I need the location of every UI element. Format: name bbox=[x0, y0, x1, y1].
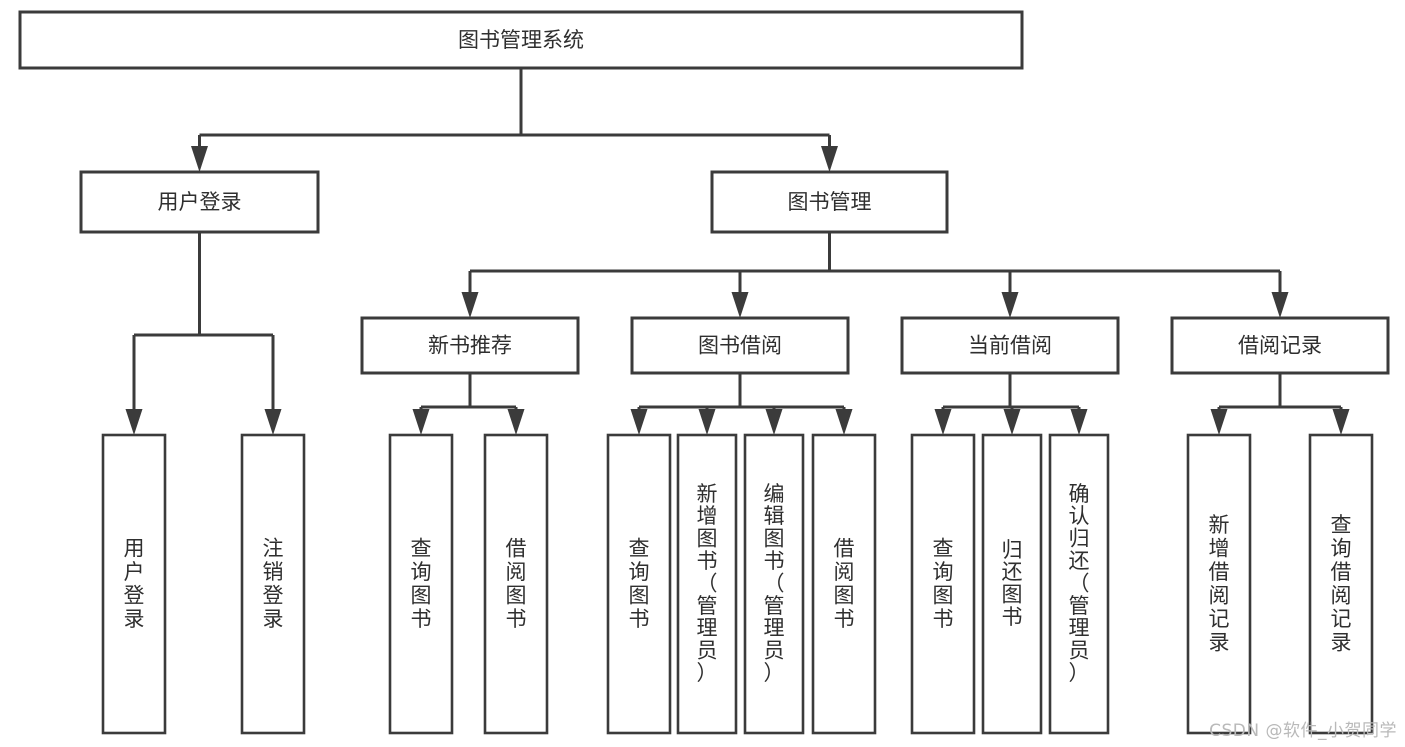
node-label: 借阅图书 bbox=[834, 536, 855, 631]
node-leaf-leaf-add-record[interactable]: 新增借阅记录 bbox=[1186, 433, 1252, 735]
arrow-head-icon bbox=[731, 292, 749, 318]
node-label: 注销登录 bbox=[263, 536, 284, 631]
node-box bbox=[101, 433, 167, 735]
connector-root-bus bbox=[191, 68, 838, 172]
node-box bbox=[1048, 433, 1110, 735]
node-leaf-leaf-query-record[interactable]: 查询借阅记录 bbox=[1308, 433, 1374, 735]
arrow-head-icon bbox=[264, 409, 282, 435]
node-root-root[interactable]: 图书管理系统 bbox=[18, 10, 1024, 70]
node-label: 图书借阅 bbox=[698, 334, 782, 358]
node-label: 查询图书 bbox=[933, 536, 954, 631]
arrow-head-icon bbox=[934, 409, 952, 435]
node-leaf-leaf-query-book-2[interactable]: 查询图书 bbox=[606, 433, 672, 735]
node-level2-current-borrow[interactable]: 当前借阅 bbox=[900, 316, 1120, 375]
node-level2-borrow-record[interactable]: 借阅记录 bbox=[1170, 316, 1390, 375]
node-label: 编辑图书（管理员） bbox=[764, 482, 785, 685]
arrow-head-icon bbox=[1332, 409, 1350, 435]
arrow-head-icon bbox=[821, 146, 838, 172]
node-label: 新书推荐 bbox=[428, 334, 512, 358]
arrow-head-icon bbox=[461, 292, 479, 318]
node-box bbox=[900, 316, 1120, 375]
node-level2-book-borrow[interactable]: 图书借阅 bbox=[630, 316, 850, 375]
node-label: 借阅图书 bbox=[506, 536, 527, 631]
node-label: 借阅记录 bbox=[1238, 334, 1322, 358]
connector-current-borrow-bus bbox=[934, 373, 1088, 435]
arrow-head-icon bbox=[412, 409, 430, 435]
node-leaf-leaf-borrow-book-2[interactable]: 借阅图书 bbox=[811, 433, 877, 735]
node-label: 查询图书 bbox=[411, 536, 432, 631]
connector-user-login-bus bbox=[125, 232, 282, 435]
watermark-text: CSDN @软件_小贺同学 bbox=[1209, 721, 1397, 741]
node-box bbox=[1186, 433, 1252, 735]
node-box bbox=[18, 10, 1024, 70]
node-box bbox=[910, 433, 976, 735]
node-box bbox=[79, 170, 320, 234]
arrow-head-icon bbox=[1271, 292, 1289, 318]
node-box bbox=[1308, 433, 1374, 735]
node-box bbox=[388, 433, 454, 735]
arrow-head-icon bbox=[125, 409, 143, 435]
node-box bbox=[630, 316, 850, 375]
node-level1-book-manage[interactable]: 图书管理 bbox=[710, 170, 949, 234]
node-label: 用户登录 bbox=[124, 536, 145, 631]
node-label: 图书管理 bbox=[788, 190, 872, 214]
node-level2-new-book-rec[interactable]: 新书推荐 bbox=[360, 316, 580, 375]
node-box bbox=[743, 433, 805, 735]
arrow-head-icon bbox=[765, 409, 783, 435]
node-leaf-leaf-query-book-3[interactable]: 查询图书 bbox=[910, 433, 976, 735]
node-box bbox=[676, 433, 738, 735]
node-label: 确认归还（管理员） bbox=[1069, 482, 1090, 685]
node-level1-user-login[interactable]: 用户登录 bbox=[79, 170, 320, 234]
node-leaf-leaf-return-book[interactable]: 归还图书 bbox=[981, 433, 1043, 735]
arrow-head-icon bbox=[1001, 292, 1019, 318]
node-box bbox=[710, 170, 949, 234]
connector-book-manage-bus bbox=[461, 232, 1289, 318]
node-box bbox=[360, 316, 580, 375]
node-leaf-leaf-borrow-book-1[interactable]: 借阅图书 bbox=[483, 433, 549, 735]
arrow-head-icon bbox=[1003, 409, 1021, 435]
node-box bbox=[606, 433, 672, 735]
node-box bbox=[811, 433, 877, 735]
node-leaf-leaf-user-login[interactable]: 用户登录 bbox=[101, 433, 167, 735]
node-leaf-leaf-confirm-return[interactable]: 确认归还（管理员） bbox=[1048, 433, 1110, 735]
node-label: 新增图书（管理员） bbox=[697, 482, 718, 685]
arrow-head-icon bbox=[630, 409, 648, 435]
arrow-head-icon bbox=[507, 409, 525, 435]
node-box bbox=[483, 433, 549, 735]
arrow-head-icon bbox=[1070, 409, 1088, 435]
arrow-head-icon bbox=[191, 146, 208, 172]
node-label: 查询图书 bbox=[629, 536, 650, 631]
node-label: 当前借阅 bbox=[968, 334, 1052, 358]
node-leaf-leaf-query-book-1[interactable]: 查询图书 bbox=[388, 433, 454, 735]
node-box bbox=[981, 433, 1043, 735]
node-leaf-leaf-logout[interactable]: 注销登录 bbox=[240, 433, 306, 735]
node-box bbox=[240, 433, 306, 735]
node-leaf-leaf-edit-book[interactable]: 编辑图书（管理员） bbox=[743, 433, 805, 735]
node-label: 归还图书 bbox=[1002, 538, 1023, 629]
connector-borrow-record-bus bbox=[1210, 373, 1350, 435]
arrow-head-icon bbox=[1210, 409, 1228, 435]
connector-book-borrow-bus bbox=[630, 373, 853, 435]
node-label: 图书管理系统 bbox=[458, 28, 584, 52]
node-label: 用户登录 bbox=[158, 190, 242, 214]
arrow-head-icon bbox=[835, 409, 853, 435]
node-box bbox=[1170, 316, 1390, 375]
node-label: 新增借阅记录 bbox=[1209, 513, 1230, 655]
node-label: 查询借阅记录 bbox=[1331, 513, 1352, 655]
arrow-head-icon bbox=[698, 409, 716, 435]
node-leaf-leaf-add-book[interactable]: 新增图书（管理员） bbox=[676, 433, 738, 735]
connector-new-book-rec-bus bbox=[412, 373, 525, 435]
